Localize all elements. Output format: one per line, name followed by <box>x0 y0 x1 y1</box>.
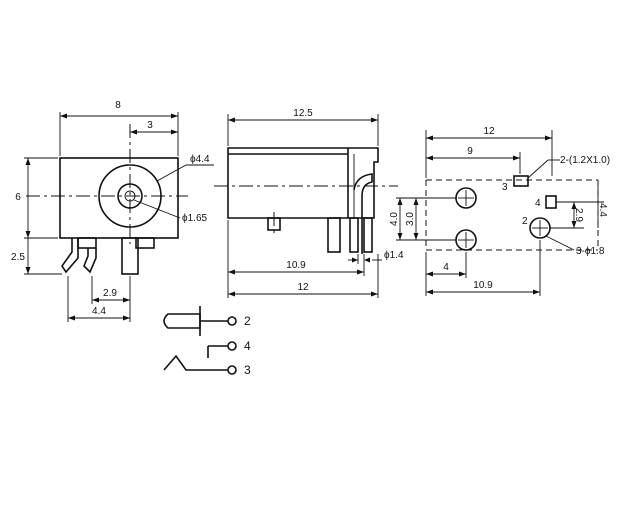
dim-length-12: 12 <box>297 282 309 293</box>
front-view: 8 3 6 2.5 2.9 4.4 ϕ4.4 ϕ1.65 <box>11 100 214 322</box>
fp-dim-10-9: 10.9 <box>473 280 493 291</box>
side-pin-mid <box>349 217 359 253</box>
fp-dim-4-0: 4.0 <box>389 212 400 226</box>
fp-dim-4: 4 <box>443 262 449 273</box>
footprint-slot-top <box>513 175 529 187</box>
fp-pin-3-label: 3 <box>502 182 508 193</box>
fp-dim-width-9: 9 <box>467 146 473 157</box>
front-post-left <box>77 237 97 249</box>
dim-width-8: 8 <box>115 100 121 111</box>
pcb-footprint: 12 9 2-(1.2X1.0) 3 4 2 3.0 4.0 2.9 4.4 3… <box>389 126 610 296</box>
schematic-pin-body <box>163 313 201 329</box>
dim-length-12-5: 12.5 <box>293 108 313 119</box>
fp-pin-2-label: 2 <box>522 216 528 227</box>
front-housing <box>59 157 179 239</box>
footprint-slot-right <box>545 195 557 209</box>
fp-dim-width-12: 12 <box>483 126 495 137</box>
dim-pin-diameter: ϕ1.65 <box>182 213 208 224</box>
fp-dim-4-4: 4.4 <box>597 203 608 217</box>
dim-length-10-9: 10.9 <box>286 260 306 271</box>
front-pin-mid <box>83 248 97 274</box>
front-post-right <box>135 237 155 249</box>
schematic-terminal-2 <box>227 316 237 326</box>
fp-hole-note: 3-ϕ1.8 <box>576 246 605 257</box>
dim-offset-3: 3 <box>147 120 153 131</box>
side-view: 12.5 10.9 ϕ1.4 12 <box>214 108 404 298</box>
front-pin-left <box>61 238 79 274</box>
dim-pin-width: ϕ1.4 <box>384 250 404 261</box>
fp-dim-3-0: 3.0 <box>405 212 416 226</box>
schematic-label-2: 2 <box>244 314 251 328</box>
dim-pin-spacing-2-9: 2.9 <box>103 288 117 299</box>
side-housing <box>227 147 379 219</box>
fp-dim-2-9: 2.9 <box>573 208 584 222</box>
dim-outer-diameter: ϕ4.4 <box>190 154 210 165</box>
dim-height-6: 6 <box>15 192 21 203</box>
side-pin-right <box>363 217 373 253</box>
dim-pin-spacing-4-4: 4.4 <box>92 306 106 317</box>
dim-pin-height-2-5: 2.5 <box>11 252 25 263</box>
schematic-terminal-3 <box>227 365 237 375</box>
schematic-label-3: 3 <box>244 363 251 377</box>
side-contact <box>353 173 373 254</box>
schematic-symbol: 2 4 3 <box>163 306 251 377</box>
schematic-label-4: 4 <box>244 339 251 353</box>
schematic-sleeve <box>163 354 228 371</box>
fp-slot-note: 2-(1.2X1.0) <box>560 155 610 166</box>
schematic-terminal-4 <box>227 341 237 351</box>
side-pin-left <box>327 217 341 253</box>
fp-pin-4-label: 4 <box>535 198 541 209</box>
